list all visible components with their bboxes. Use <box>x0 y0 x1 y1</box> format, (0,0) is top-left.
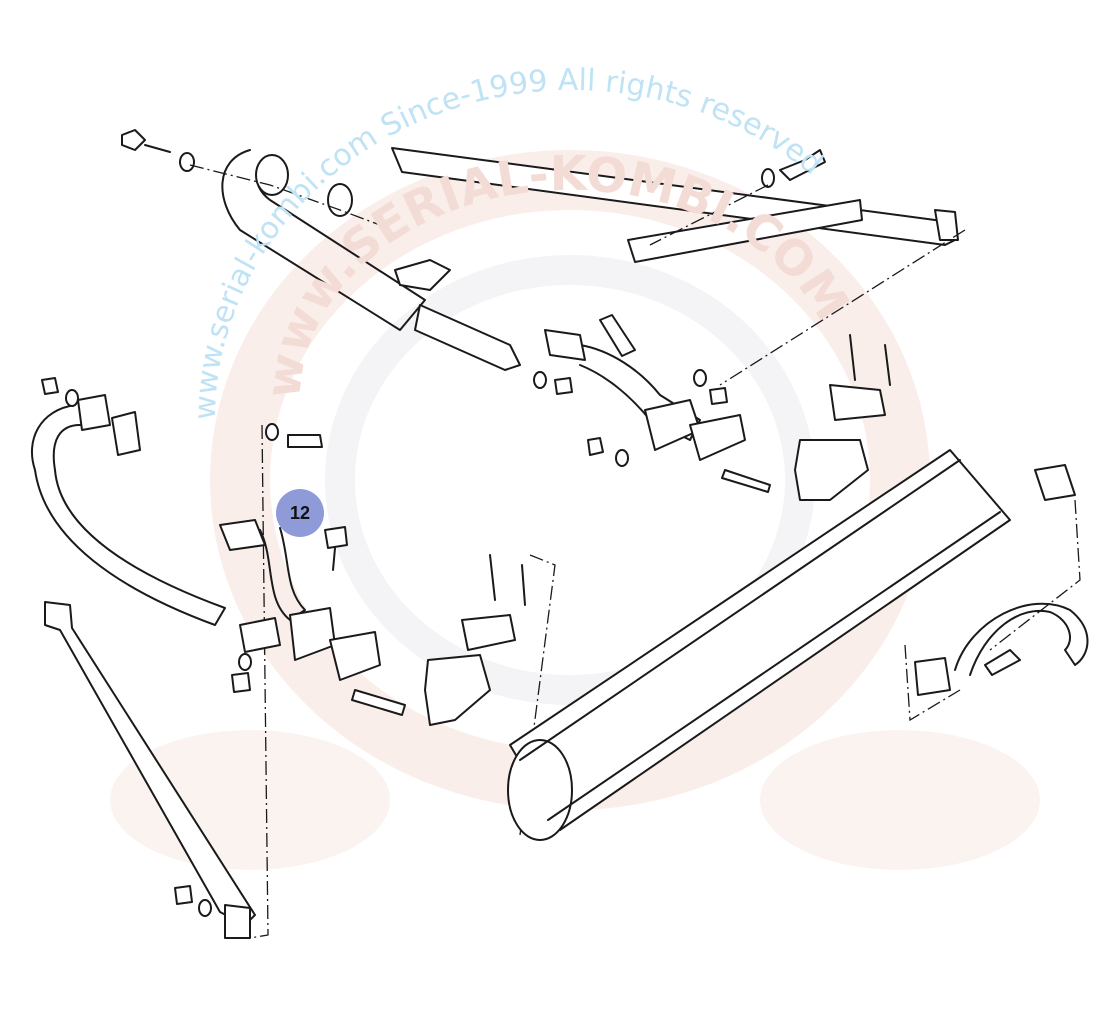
upper-bracket <box>391 147 966 386</box>
center-pipe <box>533 314 891 501</box>
left-heat-exchanger <box>219 423 556 836</box>
bolt-icon <box>121 129 195 172</box>
callout-12[interactable]: 12 <box>276 489 324 537</box>
muffler <box>507 449 1081 841</box>
right-tailpipe <box>904 602 1089 722</box>
upper-tailpipe <box>221 149 521 371</box>
left-tailpipe <box>30 377 226 626</box>
lower-left-bracket <box>44 424 269 939</box>
